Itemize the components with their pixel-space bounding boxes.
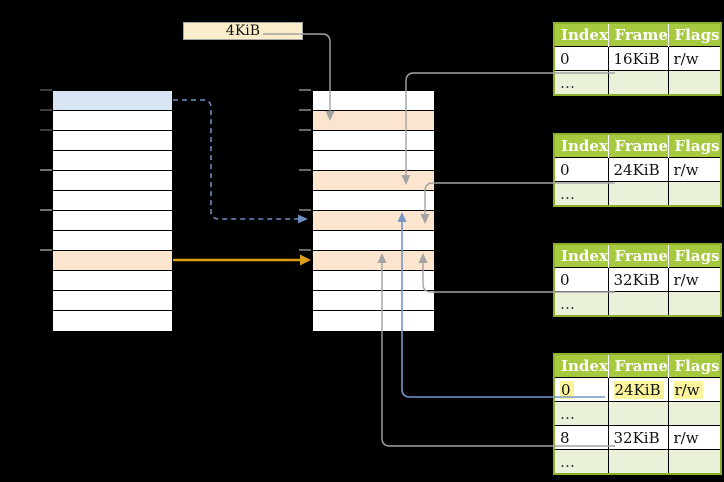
table-cell <box>667 401 722 426</box>
table-cell: r/w <box>667 425 722 450</box>
frame-table-row: … <box>553 449 722 475</box>
highlighted-value: r/w <box>673 380 703 399</box>
table-cell: 32KiB <box>607 425 669 450</box>
table-cell: 0 <box>553 46 609 71</box>
table-cell: 32KiB <box>607 267 669 292</box>
page-size-box: 4KiB <box>183 22 303 40</box>
table-cell: r/w <box>667 157 722 182</box>
table-cell: 0 <box>553 267 609 292</box>
column-header: Flags <box>668 354 721 378</box>
table-cell: … <box>553 291 609 317</box>
virtual-memory-strip <box>52 90 173 332</box>
memory-row-white <box>53 131 172 151</box>
table-cell <box>667 291 722 317</box>
column-header: Frame <box>608 244 669 268</box>
memory-row-white <box>313 91 434 111</box>
memory-row-white <box>313 311 434 331</box>
highlighted-value: 24KiB <box>613 380 664 399</box>
memory-row-white <box>313 151 434 171</box>
frame-table-row: … <box>553 181 722 207</box>
memory-row-white <box>53 311 172 331</box>
frame-table-row: … <box>553 401 722 426</box>
memory-row-white <box>53 111 172 131</box>
arrowhead-right <box>300 254 311 266</box>
memory-row-white <box>53 211 172 231</box>
table-cell: … <box>553 181 609 207</box>
table-cell: … <box>553 401 609 426</box>
table-cell: … <box>553 449 609 475</box>
arrow-virtual-page-to-frame-orange <box>173 254 311 266</box>
memory-row-white <box>53 191 172 211</box>
table-cell: 0 <box>553 157 609 182</box>
page-size-label: 4KiB <box>225 23 261 39</box>
memory-row-white <box>313 291 434 311</box>
middle-strip-ticks <box>299 89 311 251</box>
table-cell <box>607 181 669 207</box>
memory-row-white <box>53 171 172 191</box>
column-header: Flags <box>668 134 721 158</box>
column-header: Flags <box>668 23 721 47</box>
column-header: Frame <box>608 134 669 158</box>
frame-table-row: … <box>553 291 722 317</box>
table-cell: 24KiB <box>607 157 669 182</box>
left-strip-ticks <box>40 89 52 251</box>
memory-row-white <box>313 191 434 211</box>
memory-row-orange <box>313 211 434 231</box>
table-cell: r/w <box>667 267 722 292</box>
memory-row-orange <box>313 111 434 131</box>
table-cell <box>607 401 669 426</box>
memory-row-orange <box>313 251 434 271</box>
table-cell: … <box>553 70 609 96</box>
column-header: Frame <box>608 354 669 378</box>
memory-row-orange <box>53 251 172 271</box>
table-cell: 16KiB <box>607 46 669 71</box>
highlighted-value: 0 <box>560 380 574 399</box>
column-header: Index <box>554 354 609 378</box>
memory-row-white <box>313 231 434 251</box>
memory-row-white <box>53 151 172 171</box>
table-cell: r/w <box>667 46 722 71</box>
table-cell <box>667 181 722 207</box>
memory-row-orange <box>313 171 434 191</box>
column-header: Frame <box>608 23 669 47</box>
arrow-virtual-page-to-frame-dashed <box>173 99 308 224</box>
physical-memory-strip <box>312 90 435 332</box>
memory-row-white <box>53 291 172 311</box>
memory-row-white <box>313 271 434 291</box>
column-header: Index <box>554 244 609 268</box>
table-cell <box>607 291 669 317</box>
table-cell: 24KiB <box>607 377 669 402</box>
memory-row-white <box>313 131 434 151</box>
column-header: Index <box>554 134 609 158</box>
table-cell <box>607 449 669 475</box>
memory-row-blue <box>53 91 172 111</box>
table-cell <box>667 70 722 96</box>
frame-table-row: … <box>553 70 722 96</box>
frame-table-row: 0 24KiB r/w <box>553 377 722 402</box>
table-cell: r/w <box>667 377 722 402</box>
memory-row-white <box>53 231 172 251</box>
table-cell: 0 <box>553 377 609 402</box>
table-cell <box>607 70 669 96</box>
column-header: Index <box>554 23 609 47</box>
table-cell: 8 <box>553 425 609 450</box>
arrowhead-right <box>298 214 308 224</box>
memory-row-white <box>53 271 172 291</box>
table-cell <box>667 449 722 475</box>
column-header: Flags <box>668 244 721 268</box>
